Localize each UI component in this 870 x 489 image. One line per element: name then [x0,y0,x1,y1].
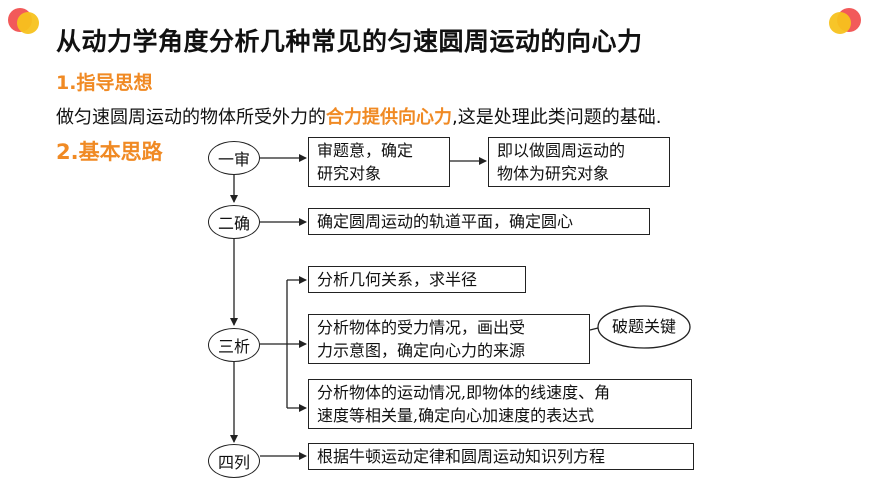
step-2-node: 二确 [208,205,260,239]
decor-dot-yellow [17,12,39,34]
decor-dots-left [8,6,42,36]
box-line: 速度等相关量,确定向心加速度的表达式 [317,406,595,425]
box-line: 分析几何关系，求半径 [317,270,478,289]
step-4-box: 根据牛顿运动定律和圆周运动知识列方程 [308,443,694,470]
callout-label: 破题关键 [611,317,676,336]
step-2-box: 确定圆周运动的轨道平面，确定圆心 [308,208,650,235]
decor-dot-yellow [829,12,851,34]
box-line: 即以做圆周运动的 [497,141,626,160]
step-1-box-2: 即以做圆周运动的 物体为研究对象 [488,137,670,187]
box-line: 分析物体的受力情况，画出受 [317,318,526,337]
callout-ellipse [597,305,691,349]
box-line: 根据牛顿运动定律和圆周运动知识列方程 [317,447,606,466]
step-3-box-2: 分析物体的受力情况，画出受 力示意图，确定向心力的来源 [308,314,590,364]
guiding-idea-text: 做匀速圆周运动的物体所受外力的合力提供向心力,这是处理此类问题的基础. [56,103,661,129]
step-3-node: 三析 [208,328,260,362]
step-1-node: 一审 [208,141,260,175]
decor-dots-right [829,6,863,36]
section-heading-basic-approach: 2.基本思路 [56,140,163,164]
box-line: 审题意，确定 [317,141,414,160]
box-line: 研究对象 [317,164,382,183]
step-4-node: 四列 [208,444,260,478]
text-before: 做匀速圆周运动的物体所受外力的 [56,107,326,128]
step-3-box-3: 分析物体的运动情况,即物体的线速度、角 速度等相关量,确定向心加速度的表达式 [308,379,692,429]
step-3-box-1: 分析几何关系，求半径 [308,266,526,293]
text-after: ,这是处理此类问题的基础. [452,107,662,128]
highlight-text: 合力提供向心力 [326,107,452,128]
box-line: 力示意图，确定向心力的来源 [317,341,526,360]
box-line: 物体为研究对象 [497,164,610,183]
step-1-box-1: 审题意，确定 研究对象 [308,137,450,187]
page-title: 从动力学角度分析几种常见的匀速圆周运动的向心力 [56,27,643,56]
section-heading-guiding-idea: 1.指导思想 [56,72,153,94]
box-line: 分析物体的运动情况,即物体的线速度、角 [317,383,611,402]
box-line: 确定圆周运动的轨道平面，确定圆心 [317,212,574,231]
